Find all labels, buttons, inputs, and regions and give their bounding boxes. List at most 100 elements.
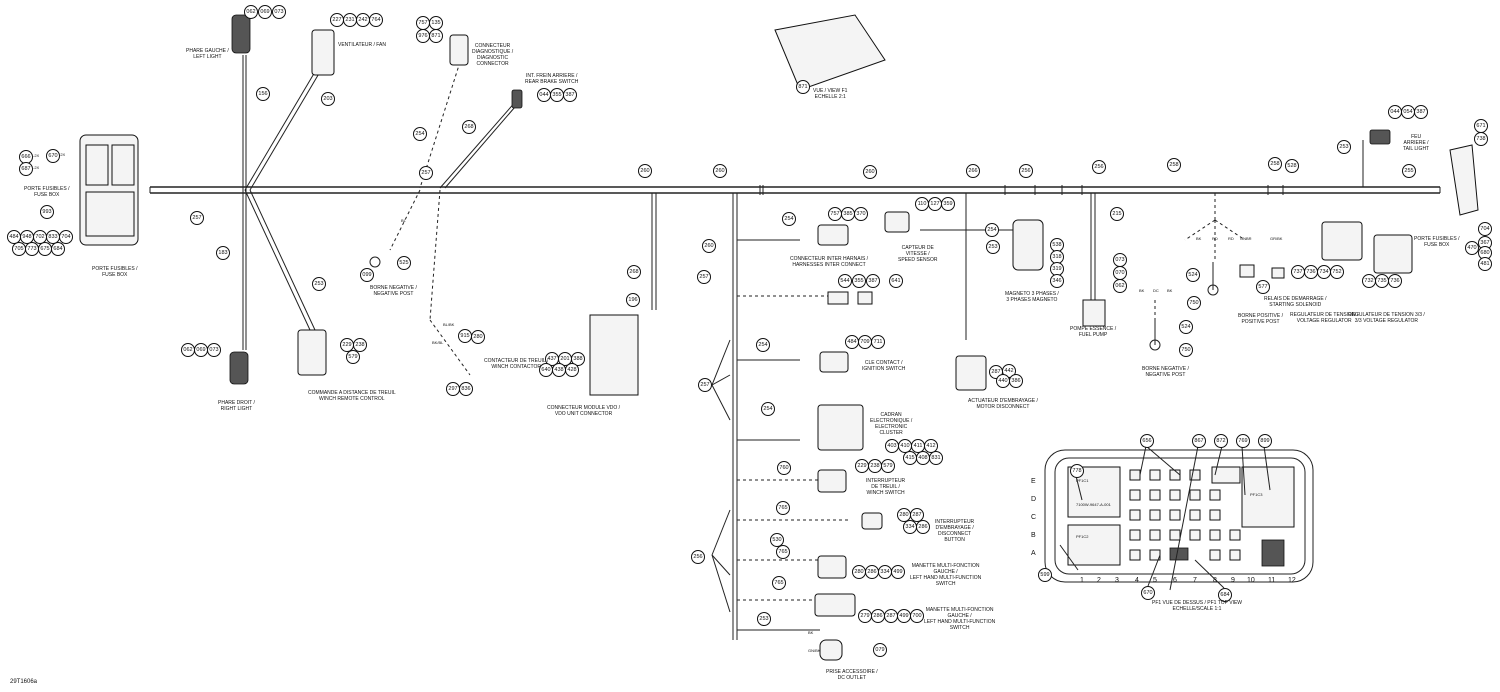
label-negative-post: BORNE NEGATIVE /NEGATIVE POST bbox=[370, 285, 417, 297]
pf1-col-label: 7 bbox=[1193, 577, 1197, 584]
callout: 899 bbox=[1258, 434, 1272, 448]
callout: 736 bbox=[1388, 274, 1402, 288]
callout: 735 bbox=[1375, 274, 1389, 288]
callout: 286 bbox=[865, 565, 879, 579]
pf1-row-label: E bbox=[1031, 478, 1036, 485]
label-rear-brake: INT. FREIN ARRIERE /REAR BRAKE SWITCH bbox=[525, 73, 579, 85]
wire-number: 253 bbox=[312, 277, 326, 291]
pf1-row-label: D bbox=[1031, 496, 1037, 503]
mark: BK bbox=[1167, 288, 1173, 293]
pf1-col-label: 1 bbox=[1080, 577, 1084, 584]
callout: 711 bbox=[871, 335, 885, 349]
pf1-col-label: 10 bbox=[1247, 577, 1255, 584]
wire-number: 258 bbox=[1268, 157, 1282, 171]
callout: 280 bbox=[852, 565, 866, 579]
callout: 670 bbox=[46, 149, 60, 163]
callout: 599 bbox=[1038, 568, 1052, 582]
callout: 484 bbox=[845, 335, 859, 349]
pf1-part-ref: 7100W-9647-A-001 bbox=[1076, 502, 1111, 507]
callout: 044 bbox=[537, 88, 551, 102]
callout: 279 bbox=[858, 609, 872, 623]
callout: 670 bbox=[1141, 586, 1155, 600]
callout: 831 bbox=[929, 451, 943, 465]
wire-number: 256 bbox=[691, 550, 705, 564]
callout: 499 bbox=[897, 609, 911, 623]
callout: 764 bbox=[369, 13, 383, 27]
pf1-row-label: B bbox=[1031, 532, 1036, 539]
wire-number: 156 bbox=[256, 87, 270, 101]
callout: 069 bbox=[194, 343, 208, 357]
label-motor-disconnect: ACTUATEUR D'EMBRAYAGE /MOTOR DISCONNECT bbox=[968, 398, 1038, 410]
callout: 355 bbox=[550, 88, 564, 102]
callout: 440 bbox=[996, 374, 1010, 388]
label-negative-post-2: BORNE NEGATIVE /NEGATIVE POST bbox=[1142, 366, 1189, 378]
wire-number: 257 bbox=[190, 211, 204, 225]
pf1-col-label: 12 bbox=[1288, 577, 1296, 584]
mark: DC bbox=[1153, 288, 1159, 293]
wire-number: 266 bbox=[966, 164, 980, 178]
pf1-col-label: 9 bbox=[1231, 577, 1235, 584]
label-winch-contactor: CONTACTEUR DE TREUIL /WINCH CONTACTOR bbox=[484, 358, 549, 370]
callout: 836 bbox=[459, 382, 473, 396]
callout: 757 bbox=[828, 207, 842, 221]
wire-number: 254 bbox=[782, 212, 796, 226]
callout: 687 bbox=[19, 162, 33, 176]
callout: 778 bbox=[1070, 464, 1084, 478]
wire-number: 253 bbox=[1337, 140, 1351, 154]
wire-number: 528 bbox=[1285, 159, 1299, 173]
wire-number: 215 bbox=[1110, 207, 1124, 221]
callout: 238 bbox=[868, 459, 882, 473]
callout: 242 bbox=[356, 13, 370, 27]
mark: BK bbox=[808, 630, 814, 635]
label-magneto: MAGNETO 3 PHASES /3 PHASES MAGNETO bbox=[1005, 291, 1059, 303]
callout: 438 bbox=[552, 363, 566, 377]
callout: 073 bbox=[1113, 253, 1127, 267]
callout: 700 bbox=[910, 609, 924, 623]
label-fuel-pump: POMPE ESSENCE /FUEL PUMP bbox=[1070, 326, 1117, 338]
wire-number: 256 bbox=[1092, 160, 1106, 174]
pf1-row-label: A bbox=[1031, 550, 1036, 557]
callout: 229 bbox=[855, 459, 869, 473]
wire-number: 765 bbox=[776, 501, 790, 515]
callout: 287 bbox=[884, 609, 898, 623]
wire-number: 254 bbox=[413, 127, 427, 141]
callout: 408 bbox=[916, 451, 930, 465]
callout: 054 bbox=[1401, 105, 1415, 119]
callout: 110 bbox=[915, 197, 929, 211]
label-fuse-box-left: PORTE FUSIBLES /FUSE BOX bbox=[24, 186, 70, 198]
callout: 073 bbox=[207, 343, 221, 357]
wire-number: 253 bbox=[986, 240, 1000, 254]
mark: BL bbox=[401, 218, 406, 223]
callout: 871 bbox=[796, 80, 810, 94]
wire-number: 268 bbox=[627, 265, 641, 279]
wire-number: 260 bbox=[713, 164, 727, 178]
mark: RD bbox=[1212, 236, 1218, 241]
callout: 346 bbox=[1050, 274, 1064, 288]
callout: 993 bbox=[40, 205, 54, 219]
callout: 062 bbox=[1113, 279, 1127, 293]
callout: 196 bbox=[626, 293, 640, 307]
callout: 544 bbox=[838, 274, 852, 288]
callout: 579 bbox=[881, 459, 895, 473]
callout: 773 bbox=[25, 242, 39, 256]
label-regulator-2: REGULATEUR DE TENSION 3/3 /3/3 VOLTAGE R… bbox=[1348, 312, 1425, 324]
callout: 415 bbox=[903, 451, 917, 465]
callout: 675 bbox=[38, 242, 52, 256]
callout: 334 bbox=[903, 520, 917, 534]
pf1-row-label: C bbox=[1031, 514, 1037, 521]
wire-number: 260 bbox=[863, 165, 877, 179]
label-fan: VENTILATEUR / FAN bbox=[338, 42, 386, 48]
callout: 867 bbox=[1192, 434, 1206, 448]
label-dc-outlet: PRISE ACCESSOIRE /DC OUTLET bbox=[826, 669, 878, 681]
callout: 499 bbox=[891, 565, 905, 579]
label-vdo-connector: CONNECTEUR MODULE VDO /VDO UNIT CONNECTO… bbox=[547, 405, 621, 417]
